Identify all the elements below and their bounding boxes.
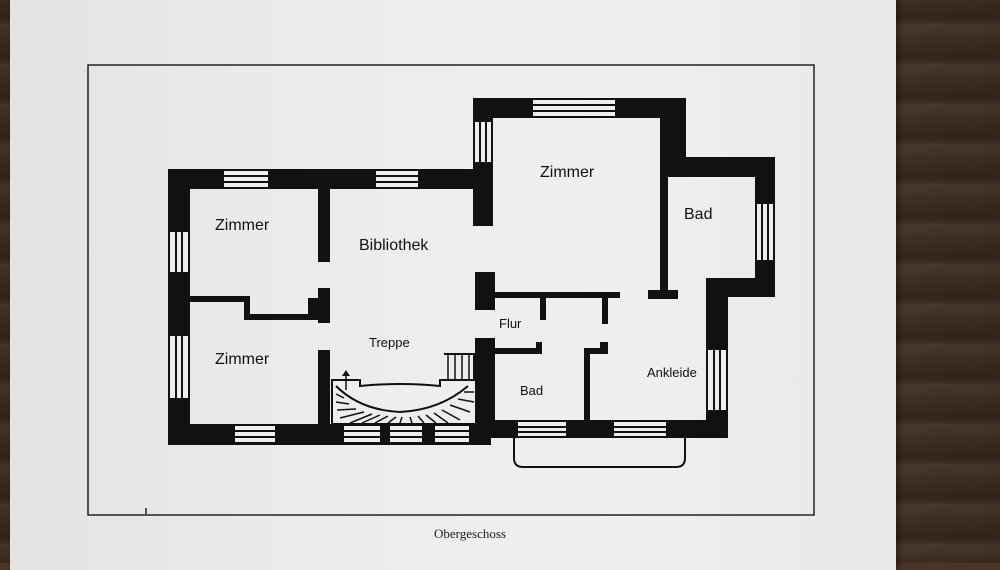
staircase: [331, 353, 477, 425]
room-label-bad-2: Bad: [520, 383, 543, 398]
room-label-ankleide: Ankleide: [647, 365, 697, 380]
balcony-outline: [513, 438, 686, 468]
room-label-bibliothek: Bibliothek: [359, 237, 429, 254]
room-label-bad-1: Bad: [684, 206, 712, 223]
drawing-frame: [87, 64, 815, 516]
interior-walls: [188, 118, 678, 426]
room-label-flur: Flur: [499, 316, 522, 331]
room-label-treppe: Treppe: [369, 335, 410, 350]
room-label-zimmer-big: Zimmer: [540, 164, 595, 181]
room-labels: Zimmer Bibliothek Zimmer Bad Flur Treppe…: [215, 164, 712, 398]
room-label-zimmer-2: Zimmer: [215, 351, 270, 368]
room-label-zimmer-1: Zimmer: [215, 217, 270, 234]
plan-caption: Obergeschoss: [434, 526, 506, 541]
windows: [170, 100, 773, 442]
